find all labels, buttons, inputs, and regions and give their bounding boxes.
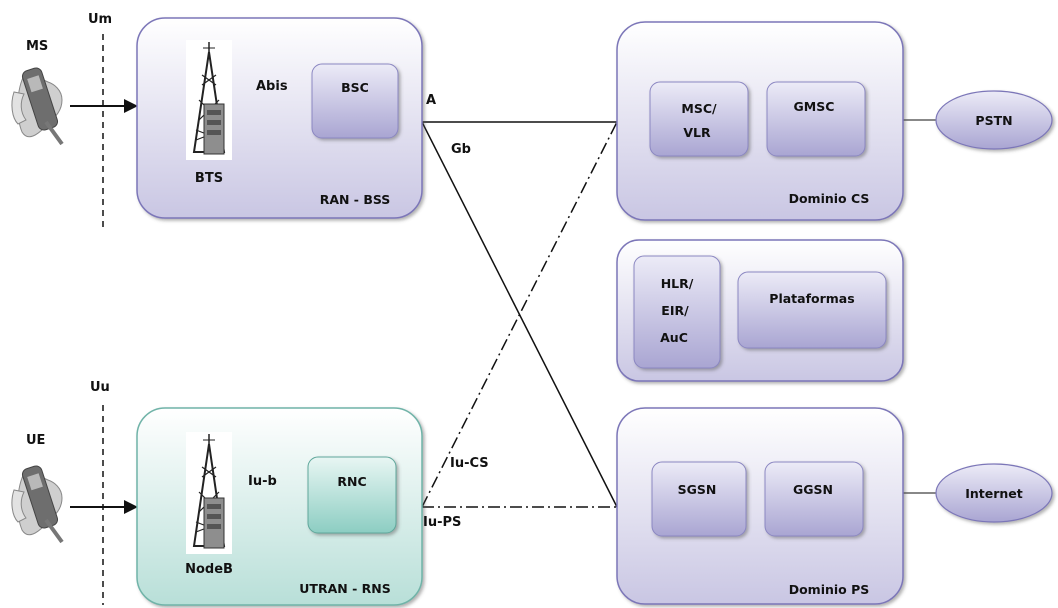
ran-bss-domain: BSC RAN - BSS [136, 17, 423, 219]
dominio-ps-label: Dominio PS [789, 582, 870, 597]
ran-bss-label: RAN - BSS [320, 192, 391, 207]
iu-cs-interface-label: Iu-CS [450, 456, 489, 471]
plataformas-domain: HLR/ EIR/ AuC Plataformas [616, 239, 904, 382]
eir-label: EIR/ [661, 303, 689, 318]
plataformas-node [737, 271, 887, 349]
internet-label: Internet [965, 486, 1023, 501]
bsc-label: BSC [341, 80, 369, 95]
rnc-label: RNC [337, 474, 366, 489]
ue-arrow-head [124, 500, 138, 514]
um-label: Um [88, 12, 112, 27]
ms-label: MS [26, 39, 48, 54]
radio-tower-icon [186, 40, 232, 160]
gmsc-label: GMSC [794, 99, 835, 114]
a-interface-label: A [426, 93, 436, 108]
abis-label: Abis [256, 79, 288, 94]
ue-label: UE [26, 433, 45, 448]
msc-vlr-label-line2: VLR [683, 125, 711, 140]
msc-vlr-label-line1: MSC/ [681, 101, 717, 116]
sgsn-node [651, 461, 747, 537]
sgsn-label: SGSN [678, 482, 717, 497]
nodeb-label: NodeB [185, 562, 233, 577]
gmsc-node [766, 81, 866, 157]
auc-label: AuC [660, 330, 688, 345]
msc-vlr-node [649, 81, 749, 157]
ms-arrow-head [124, 99, 138, 113]
plataformas-label: Plataformas [769, 291, 854, 306]
pstn-label: PSTN [975, 113, 1012, 128]
mobile-phone-in-hand-icon [11, 67, 64, 146]
gb-interface-label: Gb [451, 142, 471, 157]
hlr-eir-auc-node [633, 255, 721, 369]
hlr-label: HLR/ [661, 276, 694, 291]
rnc-node [307, 456, 397, 534]
iu-ps-interface-label: Iu-PS [423, 515, 461, 530]
iub-label: Iu-b [248, 474, 277, 489]
air-interfaces [70, 34, 138, 605]
utran-rns-label: UTRAN - RNS [299, 581, 390, 596]
utran-rns-domain: RNC UTRAN - RNS [136, 407, 423, 606]
dominio-ps-domain: SGSN GGSN Dominio PS [616, 407, 904, 605]
bts-label: BTS [195, 171, 223, 186]
bsc-node [311, 63, 399, 139]
dominio-cs-domain: MSC/ VLR GMSC Dominio CS [616, 21, 904, 221]
ggsn-node [764, 461, 864, 537]
ggsn-label: GGSN [793, 482, 833, 497]
internet-cloud [935, 463, 1053, 523]
iu-cs-interface-line [421, 121, 618, 508]
mobile-phone-in-hand-icon [11, 465, 64, 544]
uu-label: Uu [90, 380, 110, 395]
radio-tower-icon [186, 432, 232, 554]
dominio-cs-label: Dominio CS [789, 191, 870, 206]
pstn-cloud [935, 90, 1053, 150]
